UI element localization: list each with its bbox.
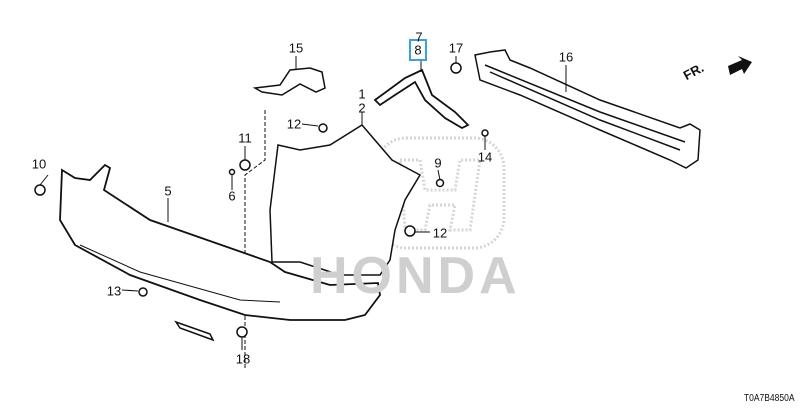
callout-11[interactable]: 11 xyxy=(238,130,252,146)
callout-13[interactable]: 13 xyxy=(106,283,122,299)
callout-17[interactable]: 17 xyxy=(448,40,464,56)
callout-7[interactable]: 7 xyxy=(415,29,423,45)
diagram-reference-code: T0A7B4850A xyxy=(743,393,794,404)
callout-15[interactable]: 15 xyxy=(288,40,304,56)
rear-bumper-face xyxy=(59,163,381,321)
fasteners xyxy=(34,62,489,338)
callout-1[interactable]: 1 xyxy=(358,86,366,102)
honda-watermark: HONDA xyxy=(310,247,521,305)
callout-2[interactable]: 2 xyxy=(358,100,366,116)
bumper-corner-cover xyxy=(269,124,422,276)
callout-5[interactable]: 5 xyxy=(164,183,172,199)
bumper-side-bracket xyxy=(373,68,470,130)
front-arrow-icon xyxy=(728,56,752,75)
callout-18[interactable]: 18 xyxy=(235,351,251,367)
callout-12[interactable]: 12 xyxy=(286,116,302,132)
callout-12-lower[interactable]: 12 xyxy=(432,225,448,241)
callout-16[interactable]: 16 xyxy=(558,49,574,65)
rear-bumper-beam xyxy=(474,49,701,169)
sensor-bracket xyxy=(252,67,326,96)
reflector xyxy=(174,320,215,342)
callout-6[interactable]: 6 xyxy=(228,188,236,204)
callout-8[interactable]: 8 xyxy=(414,42,422,58)
callout-9[interactable]: 9 xyxy=(434,155,442,171)
callout-14[interactable]: 14 xyxy=(477,149,493,165)
selected-part-highlight xyxy=(409,39,427,61)
callout-10[interactable]: 10 xyxy=(31,156,47,172)
